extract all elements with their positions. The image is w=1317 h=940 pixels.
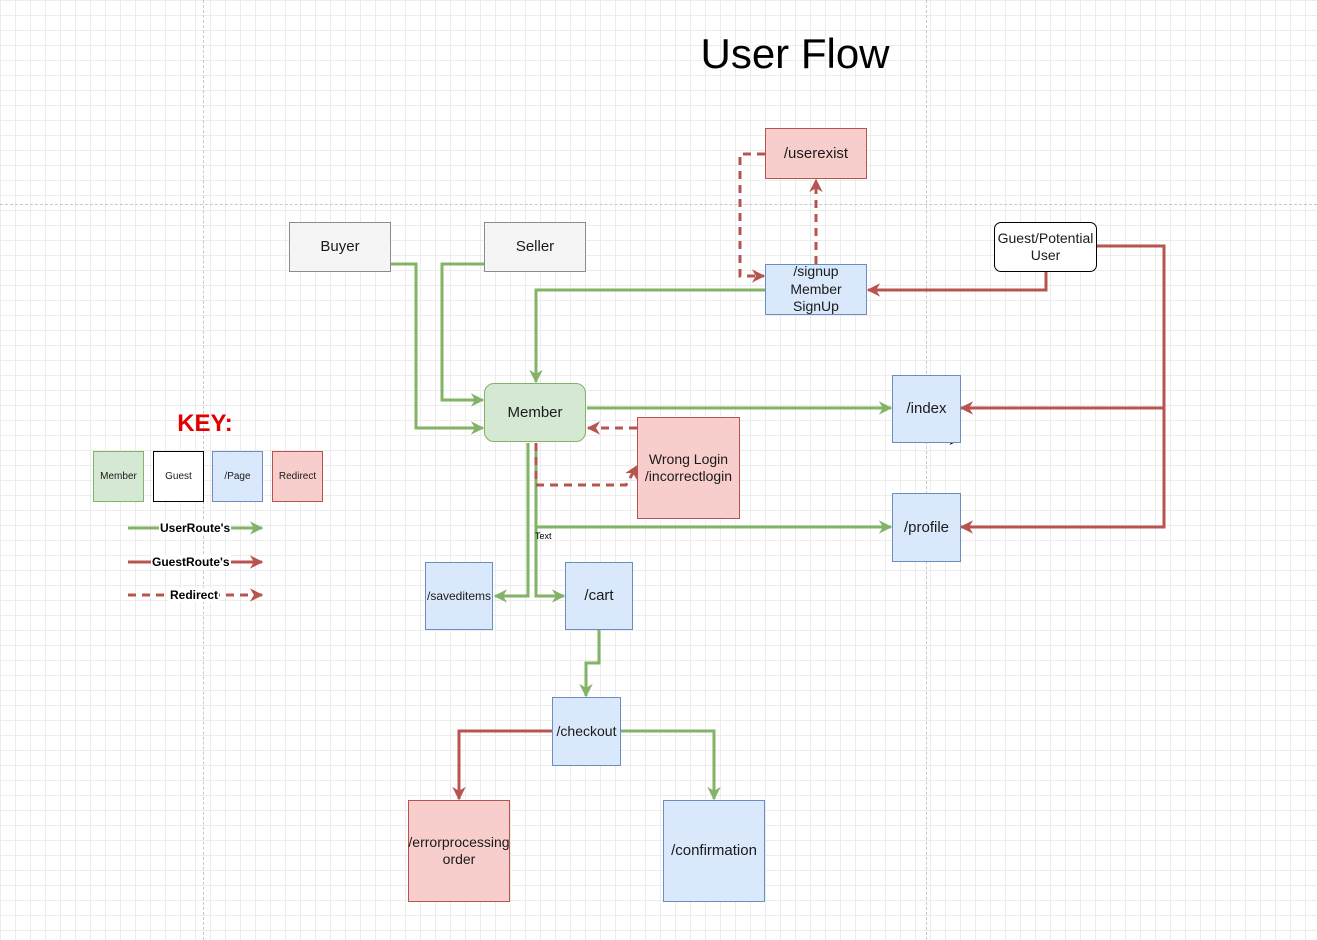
errorprocessing-node[interactable]: /errorprocessing order: [408, 800, 510, 902]
key-guest-route-label: GuestRoute's: [151, 555, 231, 569]
edge-buyer-to-member: [390, 262, 485, 435]
edge-member-to-wronglogin: [534, 443, 639, 487]
errorprocessing-line2-label: order: [442, 851, 476, 867]
confirmation-node[interactable]: /confirmation: [663, 800, 765, 902]
profile-label: /profile: [903, 518, 950, 536]
buyer-node[interactable]: Buyer: [289, 222, 391, 272]
edge-userexist-to-signup: [738, 152, 766, 283]
key-redirect-box[interactable]: Redirect: [272, 451, 323, 502]
seller-label: Seller: [515, 238, 555, 255]
edge-guest-to-profile: [959, 408, 1166, 534]
member-node[interactable]: Member: [484, 383, 586, 442]
signup-node[interactable]: /signup Member SignUp: [765, 263, 867, 315]
seller-node[interactable]: Seller: [484, 222, 586, 272]
key-member-label: Member: [100, 470, 137, 482]
cart-label: /cart: [584, 587, 614, 604]
cart-node[interactable]: /cart: [565, 562, 633, 630]
errorprocessing-line1-label: /errorprocessing: [408, 834, 510, 851]
key-redirect-label: Redirect: [278, 470, 317, 482]
member-label: Member: [507, 403, 563, 421]
index-node[interactable]: /index: [892, 375, 961, 443]
edge-seller-to-member: [440, 262, 485, 407]
edge-signup-to-member: [529, 288, 765, 384]
wrong-login-line1-label: Wrong Login: [648, 451, 729, 468]
userexist-label: /userexist: [783, 144, 849, 162]
edge-cart-to-checkout: [579, 630, 601, 698]
edge-member-to-saveditems: [493, 443, 530, 603]
diagram-title: User Flow: [700, 30, 890, 77]
signup-line2-label: Member: [790, 280, 842, 297]
key-guest-label: Guest: [165, 470, 192, 482]
confirmation-label: /confirmation: [671, 842, 757, 859]
edge-guest-to-signup: [866, 272, 1048, 297]
profile-node[interactable]: /profile: [892, 493, 961, 562]
page-break-guide: [926, 0, 927, 940]
key-member-box[interactable]: Member: [93, 451, 144, 502]
page-break-guide: [0, 204, 1317, 205]
wrong-login-node[interactable]: Wrong Login /incorrectlogin: [637, 417, 740, 519]
wrong-login-line2-label: /incorrectlogin: [644, 468, 733, 484]
key-redirect-line-label: Redirect: [169, 588, 220, 602]
guest-user-node[interactable]: Guest/Potential User: [994, 222, 1097, 272]
key-user-route-label: UserRoute's: [159, 521, 232, 535]
buyer-label: Buyer: [320, 238, 360, 255]
guest-user-line2-label: User: [1030, 247, 1061, 263]
saveditems-label: /saveditems: [426, 588, 492, 603]
key-title: KEY:: [177, 410, 233, 437]
guest-user-line1-label: Guest/Potential: [997, 230, 1094, 247]
key-guest-box[interactable]: Guest: [153, 451, 204, 502]
member-profile-edge-label: Text: [535, 531, 552, 541]
checkout-node[interactable]: /checkout: [552, 697, 621, 766]
index-label: /index: [906, 400, 947, 417]
edge-guest-to-index: [959, 244, 1166, 415]
edge-checkout-to-errorprocessing: [452, 729, 552, 801]
key-page-box[interactable]: /Page: [212, 451, 263, 502]
key-page-label: /Page: [224, 470, 251, 482]
saveditems-node[interactable]: /saveditems: [425, 562, 493, 630]
edge-checkout-to-confirmation: [621, 729, 721, 801]
checkout-label: /checkout: [556, 723, 617, 740]
edge-member-to-cart: [534, 443, 566, 603]
userexist-node[interactable]: /userexist: [765, 128, 867, 179]
signup-route-label: /signup: [793, 263, 839, 280]
signup-line3-label: SignUp: [793, 298, 839, 315]
